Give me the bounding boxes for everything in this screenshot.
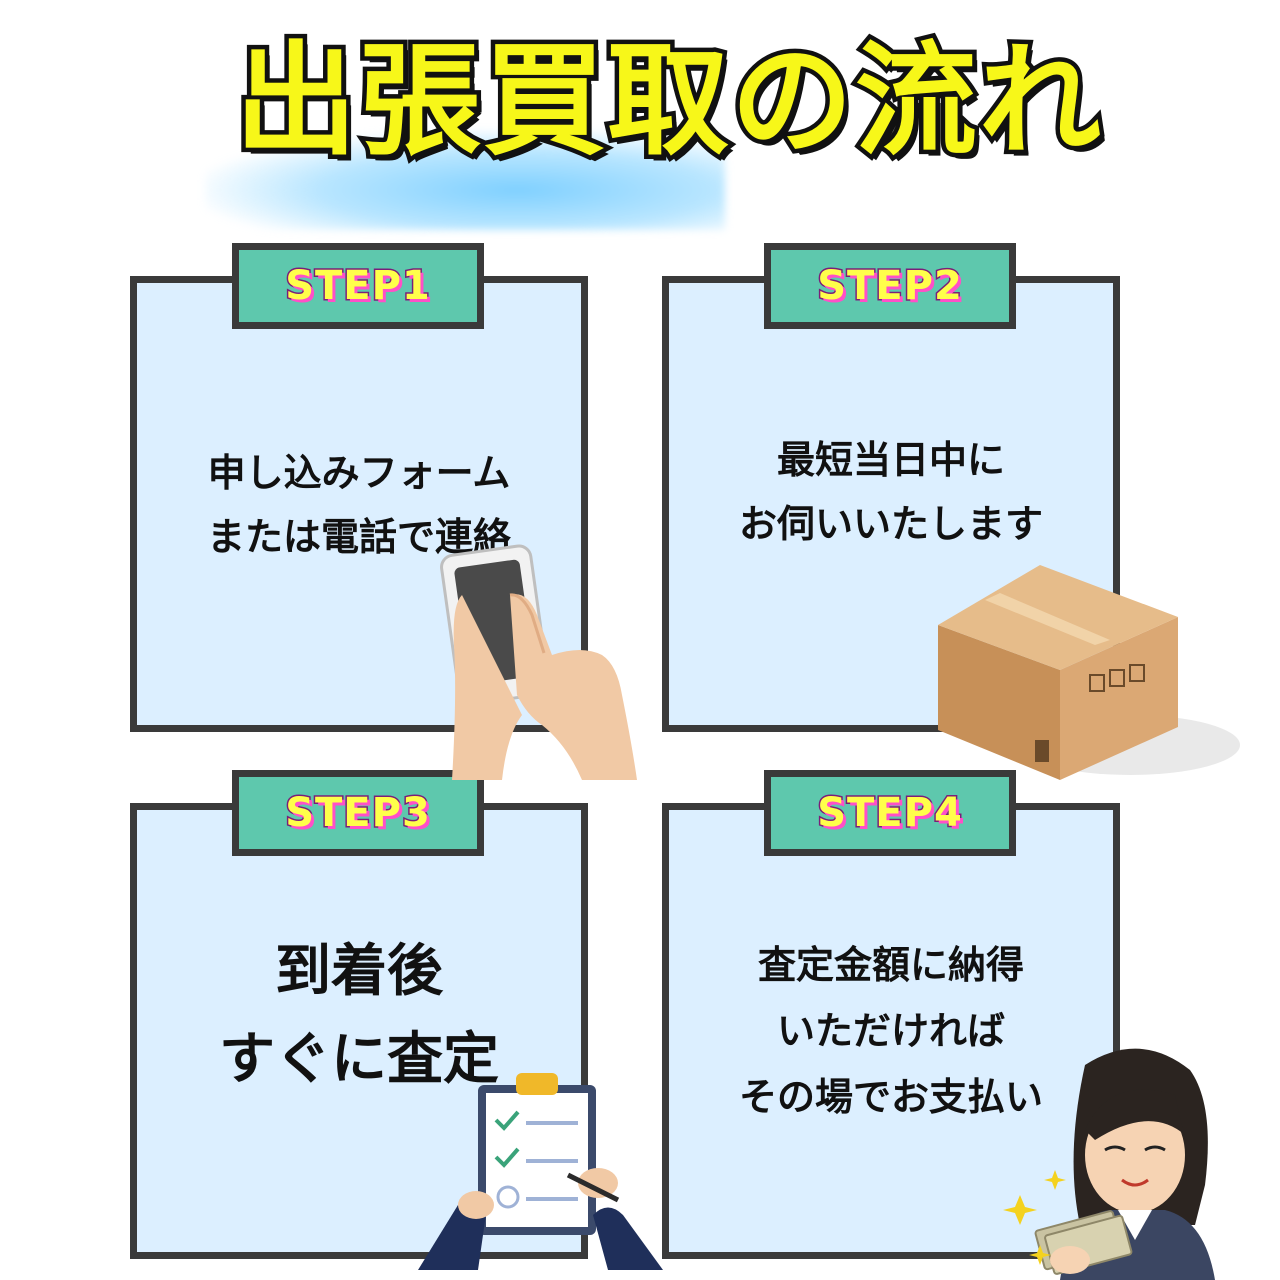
step2-line-2: お伺いいたします xyxy=(738,502,1043,546)
step1-text: 申し込みフォーム または電話で連絡 xyxy=(137,441,581,569)
step3-card: 到着後 すぐに査定 xyxy=(130,803,588,1259)
step2-line-1: 最短当日中に xyxy=(776,438,1005,482)
step3-line-2: すぐに査定 xyxy=(219,1027,499,1092)
step4-label: STEP4 xyxy=(816,789,964,838)
step4-line-3: その場でお支払い xyxy=(738,1075,1043,1119)
step1-tab: STEP1 xyxy=(232,243,484,329)
step1-line-2: または電話で連絡 xyxy=(206,515,511,559)
step1-label: STEP1 xyxy=(284,262,432,311)
step3-tab: STEP3 xyxy=(232,770,484,856)
step4-line-2: いただければ xyxy=(776,1009,1005,1053)
page-title: 出張買取の流れ xyxy=(231,30,1106,172)
step4-tab: STEP4 xyxy=(764,770,1016,856)
smartphone-hand-icon xyxy=(440,544,637,780)
step2-label: STEP2 xyxy=(816,262,964,311)
step2-text: 最短当日中に お伺いいたします xyxy=(669,428,1113,556)
step3-label: STEP3 xyxy=(284,789,432,838)
step4-line-1: 査定金額に納得 xyxy=(757,943,1024,987)
title-area: 出張買取の流れ xyxy=(205,30,1106,230)
step2-tab: STEP2 xyxy=(764,243,1016,329)
step3-text: 到着後 すぐに査定 xyxy=(137,928,581,1104)
woman-with-money-icon xyxy=(1003,1048,1215,1280)
step1-line-1: 申し込みフォーム xyxy=(207,451,511,495)
cardboard-box-icon xyxy=(938,565,1240,780)
clipboard-checklist-icon xyxy=(418,1073,663,1270)
title-glow xyxy=(205,130,725,230)
step4-text: 査定金額に納得 いただければ その場でお支払い xyxy=(669,932,1113,1130)
step3-line-1: 到着後 xyxy=(275,939,443,1004)
step2-card: 最短当日中に お伺いいたします xyxy=(662,276,1120,732)
